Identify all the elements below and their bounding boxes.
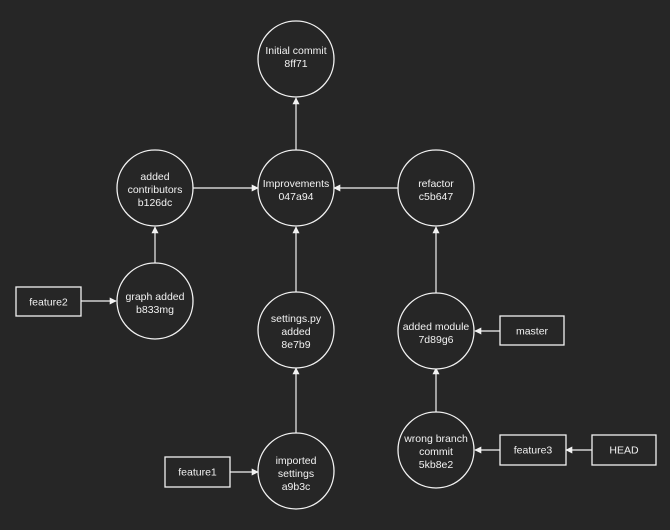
label-line: settings: [278, 468, 314, 480]
commit-contributors-circle: [116, 149, 194, 227]
commit-imported-circle: [257, 432, 335, 510]
label-line: added: [281, 326, 310, 338]
ref-head-label: HEAD: [609, 445, 639, 457]
label-line: Initial commit: [265, 45, 326, 57]
ref-master-box: [499, 315, 565, 346]
label-line: settings.py: [271, 313, 322, 325]
label-line: 7d89g6: [418, 334, 453, 346]
ref-feature2[interactable]: feature2: [15, 286, 82, 317]
commit-settings-circle: [257, 291, 335, 369]
label-line: wrong branch: [403, 433, 468, 445]
commit-module-circle: [397, 292, 475, 370]
ref-feature3-box: [499, 434, 567, 466]
commit-initial-circle: [257, 20, 335, 98]
label-line: 8ff71: [284, 58, 307, 70]
ref-master-label: master: [516, 326, 549, 338]
commit-graph-circle: [116, 262, 194, 340]
ref-feature3[interactable]: feature3: [499, 434, 567, 466]
label-line: 8e7b9: [281, 339, 310, 351]
label-line: added: [140, 171, 169, 183]
label-line: contributors: [128, 184, 183, 196]
label-line: Improvements: [263, 178, 330, 190]
ref-head[interactable]: HEAD: [591, 434, 657, 466]
label-line: 047a94: [278, 191, 313, 203]
label-line: commit: [419, 446, 453, 458]
edges: [81, 97, 592, 476]
label-line: c5b647: [419, 191, 454, 203]
label-line: 5kb8e2: [419, 459, 454, 471]
label-line: imported: [276, 455, 317, 467]
commit-wrong-circle: [397, 411, 475, 489]
commit-refactor-circle: [397, 149, 475, 227]
label-line: graph added: [126, 291, 185, 303]
ref-feature1[interactable]: feature1: [164, 456, 231, 488]
label-line: a9b3c: [282, 481, 311, 493]
ref-master[interactable]: master: [499, 315, 565, 346]
label-line: refactor: [418, 178, 454, 190]
ref-feature1-box: [164, 456, 231, 488]
label-line: added module: [403, 321, 470, 333]
label-line: b833mg: [136, 304, 174, 316]
ref-head-box: [591, 434, 657, 466]
ref-feature3-label: feature3: [514, 445, 553, 457]
ref-feature2-label: feature2: [29, 297, 68, 309]
label-line: b126dc: [138, 197, 172, 209]
ref-feature2-box: [15, 286, 82, 317]
ref-feature1-label: feature1: [178, 467, 217, 479]
commit-improvements-circle: [257, 149, 335, 227]
